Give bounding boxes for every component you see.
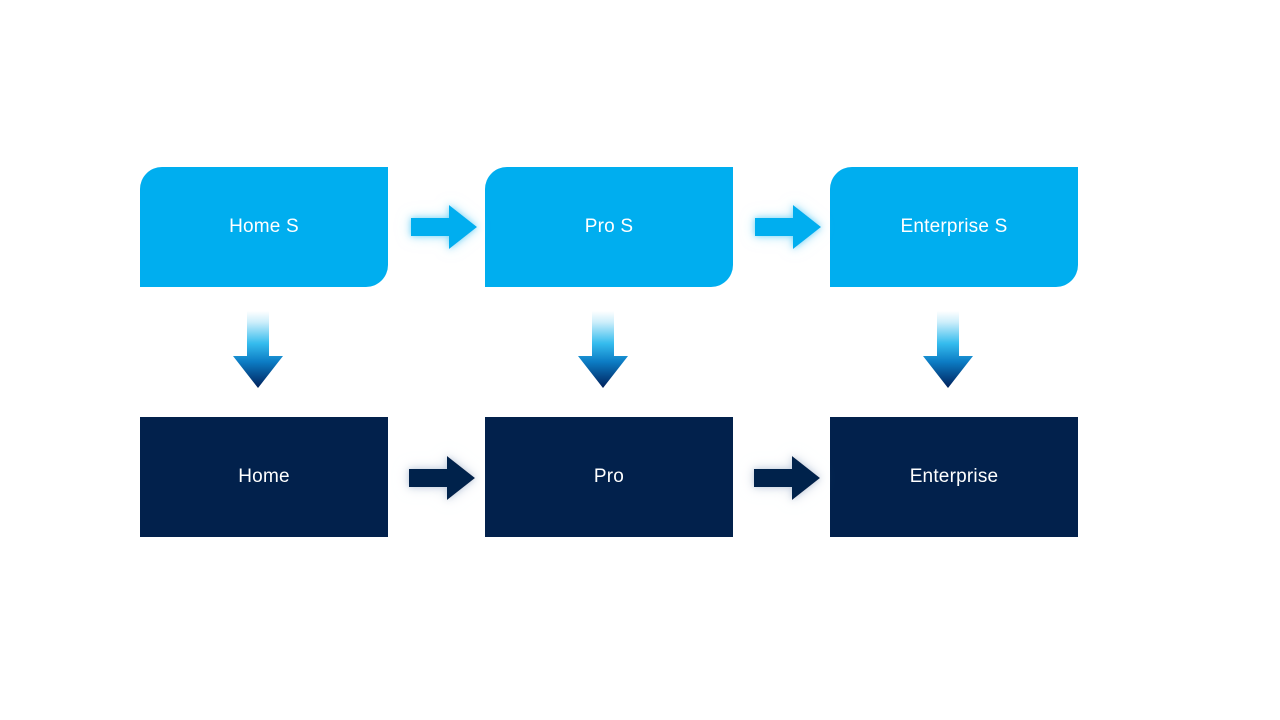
node-enterprise-label: Enterprise bbox=[909, 465, 999, 487]
arrow-down-icon bbox=[923, 311, 973, 388]
connector-home-s-to-home bbox=[232, 311, 284, 389]
node-pro[interactable]: Pro bbox=[485, 417, 733, 537]
arrow-right-icon bbox=[409, 456, 475, 500]
node-home[interactable]: Home bbox=[140, 417, 388, 537]
connector-pro-s-to-enterprise-s bbox=[753, 203, 823, 251]
node-pro-label: Pro bbox=[593, 465, 625, 487]
arrow-right-icon bbox=[755, 205, 821, 249]
connector-pro-s-to-pro bbox=[577, 311, 629, 389]
node-pro-s-label: Pro S bbox=[584, 215, 634, 237]
arrow-down-icon bbox=[578, 311, 628, 388]
arrow-right-icon bbox=[411, 205, 477, 249]
node-home-s[interactable]: Home S bbox=[140, 167, 388, 287]
node-home-label: Home bbox=[238, 465, 290, 487]
connector-enterprise-s-to-enterprise bbox=[922, 311, 974, 389]
connector-pro-to-enterprise bbox=[752, 454, 822, 502]
connector-home-s-to-pro-s bbox=[409, 203, 479, 251]
node-pro-s[interactable]: Pro S bbox=[485, 167, 733, 287]
arrow-down-icon bbox=[233, 311, 283, 388]
arrow-right-icon bbox=[754, 456, 820, 500]
node-enterprise[interactable]: Enterprise bbox=[830, 417, 1078, 537]
node-enterprise-s-label: Enterprise S bbox=[900, 215, 1008, 237]
node-home-s-label: Home S bbox=[229, 215, 299, 237]
node-enterprise-s[interactable]: Enterprise S bbox=[830, 167, 1078, 287]
connector-home-to-pro bbox=[407, 454, 477, 502]
